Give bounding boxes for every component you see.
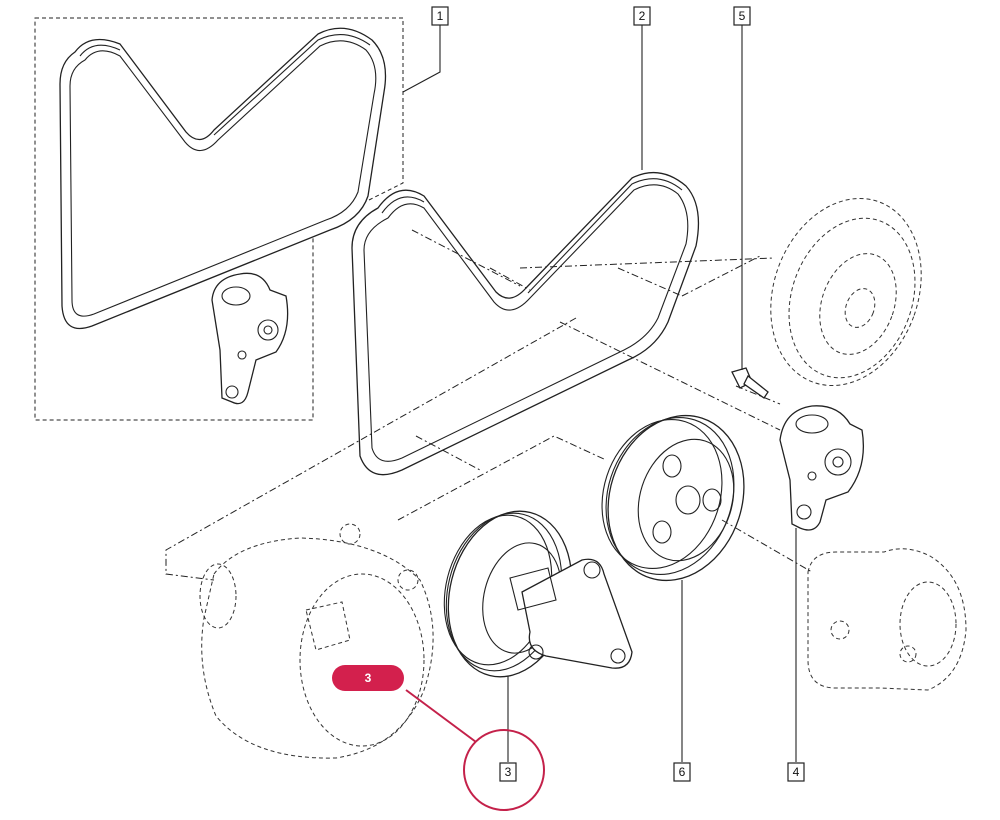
svg-text:5: 5 [739,9,746,23]
selected-part-badge[interactable]: 3 [332,665,404,691]
svg-text:3: 3 [505,765,512,779]
callout-5[interactable]: 5 [733,6,751,26]
selection-highlight [405,689,545,811]
svg-text:2: 2 [639,9,646,23]
callout-1[interactable]: 1 [431,6,449,26]
part-4-tensioner[interactable] [779,405,865,531]
callout-3[interactable]: 3 [499,762,517,782]
part-3-pulley-bracket[interactable] [429,498,633,690]
callout-2[interactable]: 2 [633,6,651,26]
svg-text:4: 4 [793,765,800,779]
part-1-belt[interactable] [59,27,387,330]
crankshaft-pulley-ghost [770,197,922,387]
part-1-tensioner[interactable] [211,272,289,405]
callout-6[interactable]: 6 [673,762,691,782]
part-5-bolt[interactable] [731,367,769,399]
svg-text:1: 1 [437,9,444,23]
alternator-ghost [199,523,434,759]
leader-lines [402,24,797,762]
part-6-pulley[interactable] [583,398,764,599]
svg-text:6: 6 [679,765,686,779]
alignment-lines [165,229,813,581]
part-2-belt[interactable] [351,171,700,476]
steering-pump-ghost [807,548,967,691]
callout-4[interactable]: 4 [787,762,805,782]
svg-text:3: 3 [365,671,372,685]
